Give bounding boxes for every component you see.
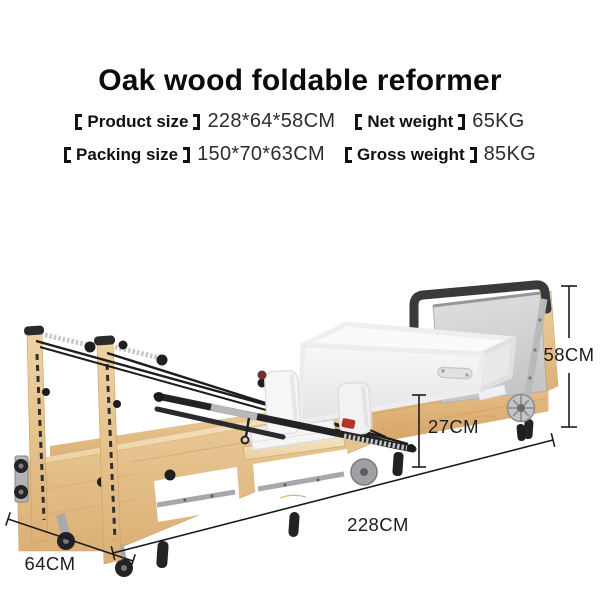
left-bracket-icon xyxy=(344,146,352,163)
spec-packing-size: Packing size 150*70*63CM xyxy=(64,143,325,166)
net-weight-label: Net weight xyxy=(367,111,454,131)
page-title: Oak wood foldable reformer xyxy=(98,64,502,98)
pulley xyxy=(84,341,96,353)
dim-length-228cm: 228CM xyxy=(110,433,556,560)
hinge-knob xyxy=(516,423,526,442)
strap-hook xyxy=(244,417,251,437)
folded-rail xyxy=(153,392,417,453)
product-size-label: Product size xyxy=(87,111,189,131)
post-slot xyxy=(35,353,46,521)
post-cap xyxy=(24,325,45,336)
pulley xyxy=(156,354,168,366)
dim-width-64cm: 64CM xyxy=(5,512,136,574)
dim-label-length: 228CM xyxy=(347,514,409,535)
post-knob xyxy=(42,388,50,396)
dim-label-width: 64CM xyxy=(25,553,76,574)
folded-rail xyxy=(154,406,286,440)
foot xyxy=(523,419,534,440)
pulley xyxy=(118,340,128,350)
spec-table: Product size 228*64*58CM Net weight 65KG… xyxy=(0,110,600,166)
dim-label-bed-height: 27CM xyxy=(428,416,479,437)
left-bracket-icon xyxy=(64,146,72,163)
inner-track xyxy=(156,489,236,508)
left-bracket-icon xyxy=(355,113,363,130)
post-slot xyxy=(105,363,117,541)
feet-and-wheels xyxy=(14,419,534,577)
spec-row-packing: Packing size 150*70*63CM Gross weight 85… xyxy=(64,143,536,166)
fold-rails xyxy=(153,370,417,453)
gross-weight-value: 85KG xyxy=(483,143,536,165)
packing-size-value: 150*70*63CM xyxy=(197,143,325,165)
right-bracket-icon xyxy=(183,146,191,163)
adjust-knob xyxy=(164,469,176,481)
right-bracket-icon xyxy=(458,113,466,130)
rail-end-cap xyxy=(154,392,164,402)
spec-product-size: Product size 228*64*58CM xyxy=(75,110,335,133)
frame-opening xyxy=(154,467,240,522)
right-bracket-icon xyxy=(193,113,201,130)
spring xyxy=(114,344,161,361)
foot xyxy=(288,512,300,537)
post-cap xyxy=(94,335,116,346)
foot xyxy=(392,451,404,477)
spec-net-weight: Net weight 65KG xyxy=(355,110,524,133)
dim-bed-height-27cm: 27CM xyxy=(412,394,479,468)
spec-row-size-weight: Product size 228*64*58CM Net weight 65KG xyxy=(75,110,524,133)
gross-weight-label: Gross weight xyxy=(356,144,465,164)
frame-opening xyxy=(253,449,350,503)
spring xyxy=(343,433,408,451)
strap-hook xyxy=(240,435,250,445)
foot xyxy=(156,541,169,569)
post-knob xyxy=(113,400,121,408)
cushion-handle xyxy=(437,366,473,380)
handle-bar xyxy=(409,280,552,334)
rail-sleeve xyxy=(210,403,258,421)
red-clamp xyxy=(341,418,356,429)
left-tower xyxy=(24,325,267,565)
dim-label-height: 58CM xyxy=(544,344,595,365)
net-weight-value: 65KG xyxy=(472,110,525,132)
packing-size-label: Packing size xyxy=(76,144,179,164)
inner-track xyxy=(257,471,345,492)
dimension-annotations: 58CM 27CM 228CM 64CM xyxy=(5,285,595,574)
maroon-knob xyxy=(257,370,267,380)
product-size-value: 228*64*58CM xyxy=(207,110,336,132)
reformer-illustration xyxy=(14,280,559,577)
rail-end-cap xyxy=(407,444,415,452)
spec-gross-weight: Gross weight 85KG xyxy=(344,143,536,166)
carriage-mat xyxy=(477,384,507,401)
dim-height-58cm: 58CM xyxy=(544,285,595,428)
spring xyxy=(44,332,89,348)
right-bracket-icon xyxy=(469,146,477,163)
left-bracket-icon xyxy=(75,113,83,130)
